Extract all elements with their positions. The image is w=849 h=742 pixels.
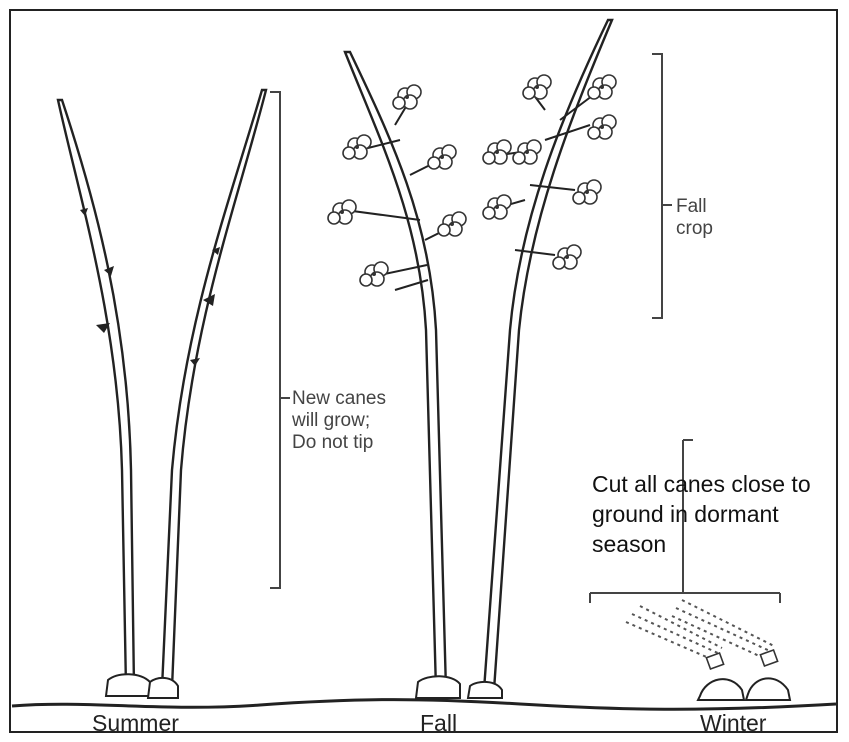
season-label-winter: Winter — [700, 710, 766, 736]
winter-annotation: Cut all canes close to ground in dormant… — [592, 470, 811, 560]
summer-bracket — [270, 92, 280, 588]
season-label-summer: Summer — [92, 710, 179, 736]
fall-canes — [328, 20, 616, 698]
season-label-fall: Fall — [420, 710, 457, 736]
summer-annotation: New canes will grow; Do not tip — [292, 388, 386, 454]
fall-bracket — [652, 54, 662, 318]
summer-canes — [58, 90, 266, 698]
winter-cut-canes — [626, 600, 790, 700]
ground-line — [12, 700, 836, 710]
fall-annotation: Fall crop — [676, 196, 713, 240]
